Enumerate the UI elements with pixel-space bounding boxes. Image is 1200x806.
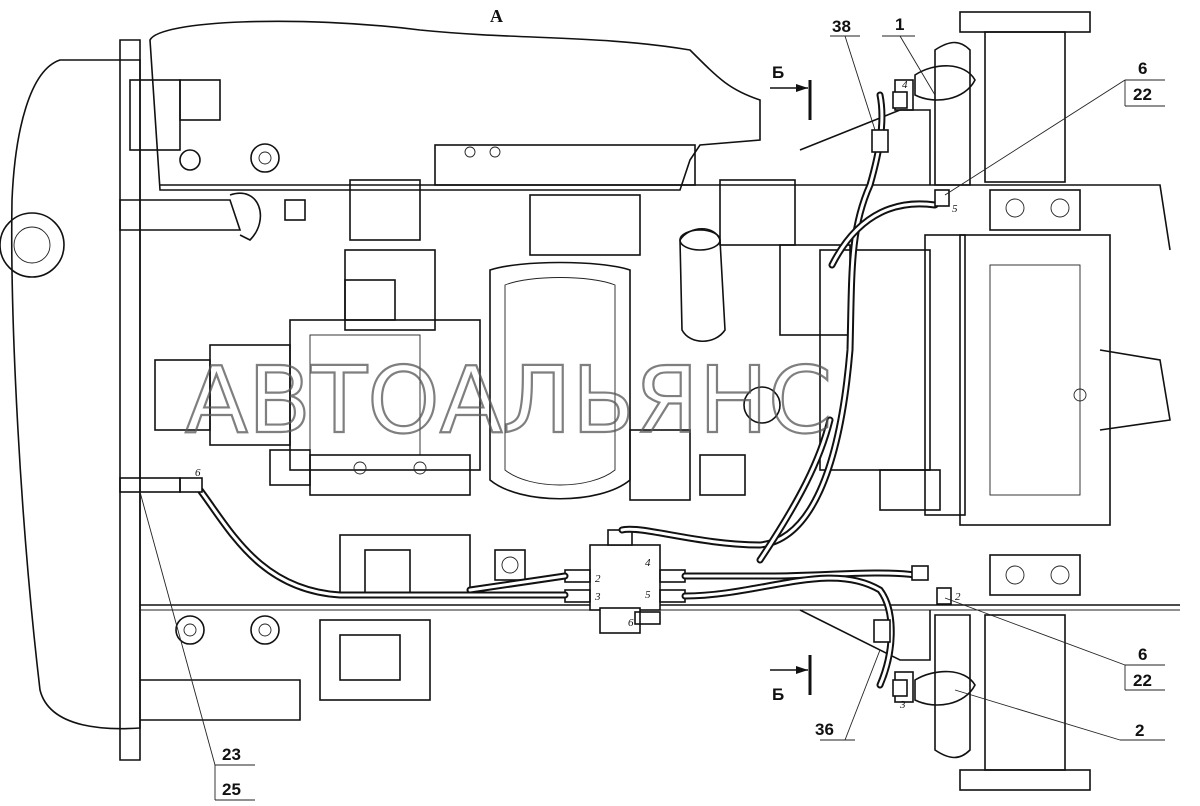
callout-25: 25	[222, 780, 241, 799]
view-title: А	[490, 6, 503, 26]
left-pump-block	[154, 249, 481, 496]
lower-axle-hub	[894, 614, 1091, 791]
port-mark-4-top: 4	[902, 79, 908, 91]
callout-38: 38	[832, 17, 851, 36]
bottom-blocks	[319, 534, 526, 701]
hub-port-3: 3	[594, 591, 601, 603]
port-mark-3-bottom: 3	[899, 699, 906, 711]
watermark-text: АВТОАЛЬЯНС	[185, 347, 832, 454]
callout-6-top: 6	[1138, 59, 1147, 78]
callout-23: 23	[222, 745, 241, 764]
callout-36: 36	[815, 720, 834, 739]
right-pump-cluster	[679, 189, 1171, 596]
port-mark-2-right: 2	[955, 591, 961, 603]
callout-6-bottom: 6	[1138, 645, 1147, 664]
central-tank	[349, 144, 796, 501]
port-mark-6-left: 6	[195, 467, 201, 479]
hub-port-2: 2	[595, 573, 601, 585]
distribution-block	[564, 529, 686, 634]
hose-fittings	[119, 91, 952, 697]
callout-22-bottom: 22	[1133, 671, 1152, 690]
section-mark-top	[770, 80, 812, 120]
callout-22-top: 22	[1133, 85, 1152, 104]
hub-port-5: 5	[645, 589, 651, 601]
port-mark-5-top: 5	[952, 203, 958, 215]
hydraulic-hoses	[196, 91, 939, 689]
section-label-bottom: Б	[772, 685, 784, 704]
section-mark-bottom	[770, 655, 812, 695]
hub-port-4: 4	[645, 557, 651, 569]
left-mount	[0, 79, 306, 645]
hub-port-6: 6	[628, 617, 634, 629]
upper-axle-hub	[894, 11, 1091, 186]
callout-1: 1	[895, 15, 904, 34]
callout-2: 2	[1135, 721, 1144, 740]
leader-lines	[139, 35, 1165, 801]
section-label-top: Б	[772, 63, 784, 82]
